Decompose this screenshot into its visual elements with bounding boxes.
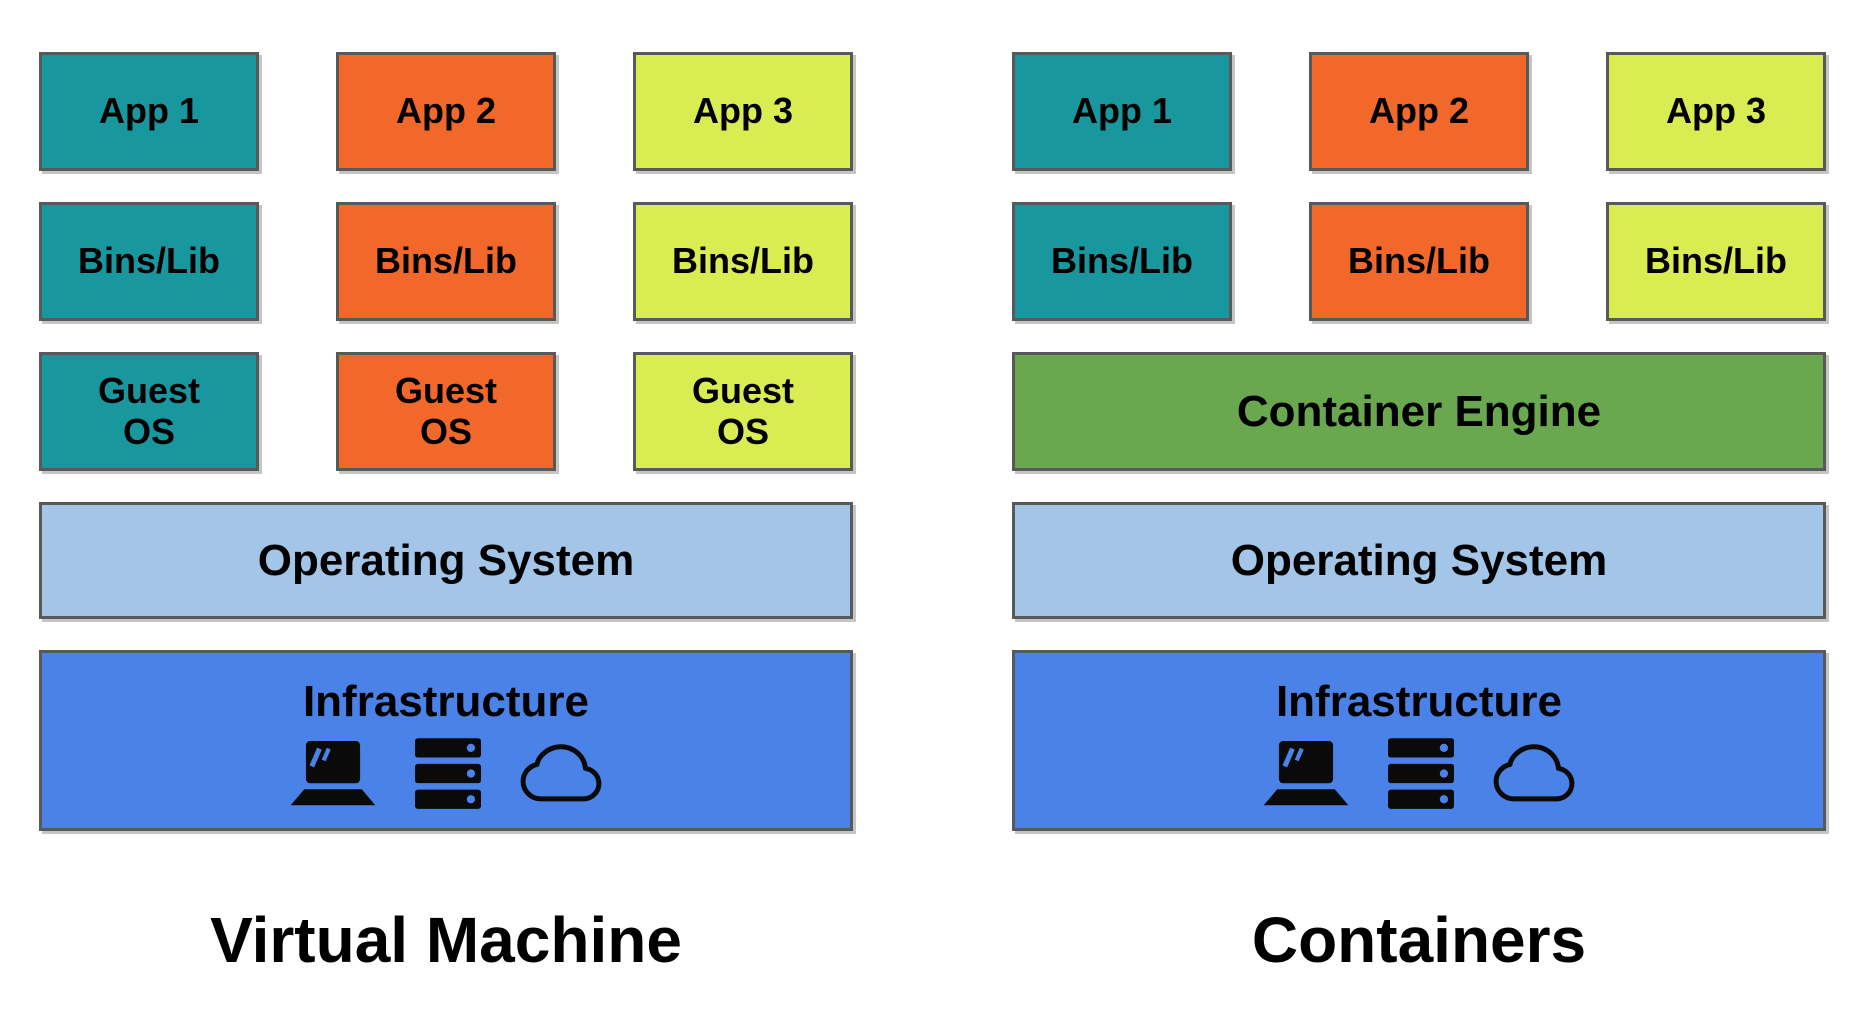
vm-infra-icon-row [287,738,605,810]
vm-os-bar: Operating System [39,502,853,619]
vm-os-label: Operating System [257,535,635,585]
vm-guestos3-box: Guest OS [633,352,853,471]
ct-binslib3-box: Bins/Lib [1606,202,1826,321]
vm-app3-label: App 3 [692,90,793,132]
vm-guestos2-label: Guest OS [394,370,498,452]
ct-app1-box: App 1 [1012,52,1232,171]
ct-app3-label: App 3 [1665,90,1766,132]
vm-binslib1-box: Bins/Lib [39,202,259,321]
vm-guestos1-box: Guest OS [39,352,259,471]
vm-binslib2-box: Bins/Lib [336,202,556,321]
ct-app2-label: App 2 [1368,90,1469,132]
ct-stack-title-text: Containers [1251,904,1587,976]
vm-app2-label: App 2 [395,90,496,132]
server-icon [415,738,481,809]
ct-app1-label: App 1 [1071,90,1172,132]
vm-infrastructure-label: Infrastructure [302,676,590,726]
vm-guestos3-label: Guest OS [691,370,795,452]
vm-guestos1-label: Guest OS [97,370,201,452]
laptop-icon [1263,741,1349,806]
vm-stack-title-text: Virtual Machine [210,904,682,976]
ct-binslib1-box: Bins/Lib [1012,202,1232,321]
vm-app2-box: App 2 [336,52,556,171]
ct-binslib3-label: Bins/Lib [1645,240,1787,282]
vm-app1-box: App 1 [39,52,259,171]
vm-binslib1-label: Bins/Lib [78,240,220,282]
cloud-icon [520,744,602,802]
cloud-icon [1493,744,1575,802]
ct-infrastructure-bar: Infrastructure [1012,650,1826,831]
ct-binslib2-box: Bins/Lib [1309,202,1529,321]
ct-binslib2-label: Bins/Lib [1348,240,1490,282]
ct-infrastructure-label: Infrastructure [1275,676,1563,726]
ct-os-bar: Operating System [1012,502,1826,619]
vm-guestos2-box: Guest OS [336,352,556,471]
ct-os-label: Operating System [1230,535,1608,585]
ct-container-engine-label: Container Engine [1236,386,1602,436]
vm-binslib3-box: Bins/Lib [633,202,853,321]
ct-app2-box: App 2 [1309,52,1529,171]
laptop-icon [290,741,376,806]
vm-app1-label: App 1 [98,90,199,132]
ct-infra-icon-row [1260,738,1578,810]
server-icon [1388,738,1454,809]
ct-stack-title: Containers [1012,895,1826,985]
vm-binslib3-label: Bins/Lib [672,240,814,282]
ct-app3-box: App 3 [1606,52,1826,171]
vm-infrastructure-bar: Infrastructure [39,650,853,831]
vm-app3-box: App 3 [633,52,853,171]
vm-binslib2-label: Bins/Lib [375,240,517,282]
ct-binslib1-label: Bins/Lib [1051,240,1193,282]
vm-stack-title: Virtual Machine [39,895,853,985]
ct-container-engine-bar: Container Engine [1012,352,1826,471]
